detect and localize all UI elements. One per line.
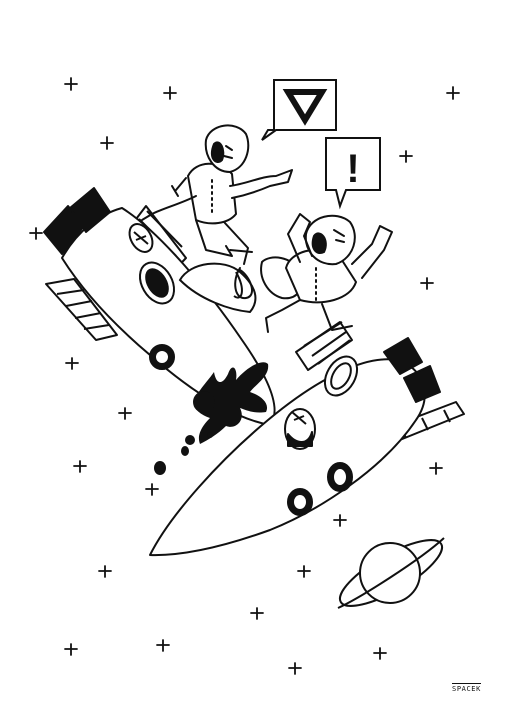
star <box>250 607 264 620</box>
star <box>29 227 43 240</box>
star <box>98 565 112 578</box>
star <box>73 460 87 473</box>
star <box>420 277 434 290</box>
upper-rocket <box>43 187 276 426</box>
speech-bubble-exclaim: ! <box>325 137 381 210</box>
astronaut-pointing <box>141 124 293 300</box>
speech-bubble-triangle <box>261 79 337 141</box>
star <box>429 462 443 475</box>
ringed-planet <box>337 537 445 609</box>
rocket-engine <box>383 337 423 375</box>
star <box>100 136 114 150</box>
rocket-fin <box>45 278 118 341</box>
astronaut-shouting <box>265 213 393 333</box>
star <box>297 565 311 578</box>
lower-rocket <box>149 321 465 557</box>
triangle-symbol <box>282 89 328 126</box>
rocket-engine <box>69 187 111 233</box>
star <box>64 643 78 656</box>
star <box>446 86 460 100</box>
star <box>156 639 170 652</box>
star <box>118 407 132 420</box>
star <box>65 357 79 370</box>
rocket-engine <box>403 365 441 403</box>
artist-signature: SPACEK <box>452 683 481 693</box>
exclaim-text: ! <box>346 147 359 191</box>
stars <box>29 77 460 675</box>
star <box>333 514 347 527</box>
star <box>145 483 159 496</box>
star <box>64 77 78 91</box>
star <box>163 86 177 100</box>
star <box>373 647 387 660</box>
rocket-body <box>61 207 276 426</box>
star <box>399 150 413 163</box>
star <box>288 662 302 675</box>
